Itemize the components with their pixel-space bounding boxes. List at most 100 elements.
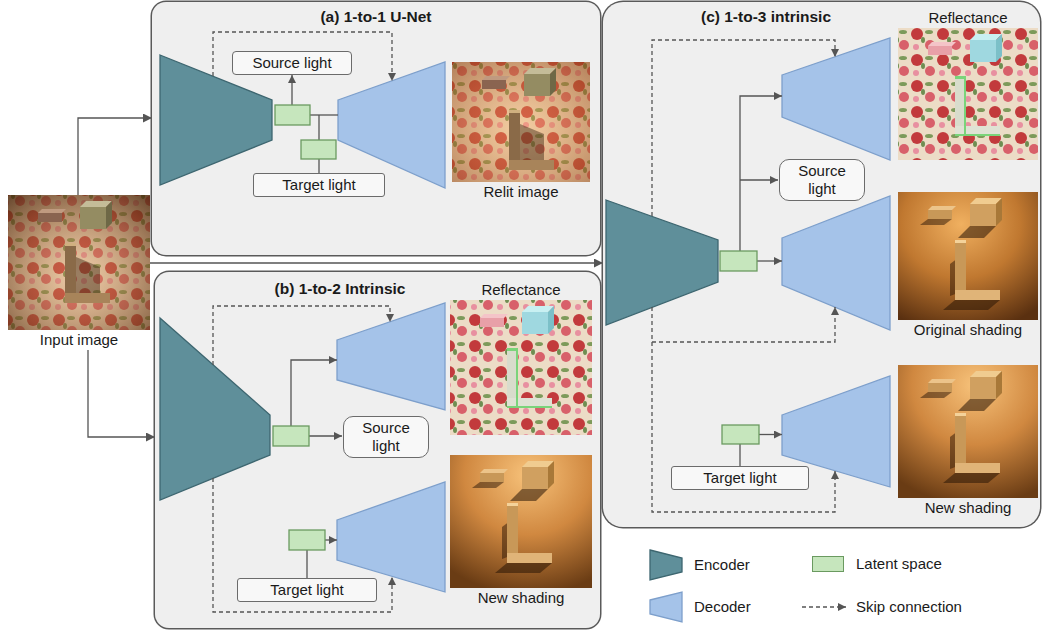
image-caption: Reflectance xyxy=(928,9,1007,26)
caption-holder: Reflectance xyxy=(898,8,1038,28)
image-tile: Relit image xyxy=(452,62,590,202)
decoder xyxy=(338,62,445,188)
wire xyxy=(291,75,292,105)
legend-label: Encoder xyxy=(694,556,750,573)
panel-ground xyxy=(603,2,1040,527)
input-arrow xyxy=(78,118,152,195)
panel-ground xyxy=(152,2,600,255)
box-label: Target light xyxy=(270,581,343,599)
legend-label: Skip connection xyxy=(856,598,962,615)
shading-photo xyxy=(898,365,1038,498)
legend-item: Decoder xyxy=(694,597,751,617)
latent-space xyxy=(273,426,309,446)
image-tile: Reflectance xyxy=(898,8,1038,160)
input-arrow xyxy=(88,350,155,437)
panel-title-holder: (c) 1-to-3 intrinsic xyxy=(701,7,831,26)
legend-item: Latent space xyxy=(856,554,942,574)
wire xyxy=(740,96,782,251)
panel-box: (a) 1-to-1 U-NetSource lightTarget light… xyxy=(152,2,600,255)
wire xyxy=(306,550,307,579)
shading-photo xyxy=(898,192,1038,320)
image-tile: New shading xyxy=(450,455,592,608)
image-caption: Reflectance xyxy=(481,281,560,298)
caption-holder: Original shading xyxy=(898,320,1038,340)
panel-title-holder: (b) 1-to-2 Intrinsic xyxy=(275,279,406,298)
panel-box: (b) 1-to-2 Intrinsic ReflectanceSource li… xyxy=(155,272,600,628)
legend-label: Decoder xyxy=(694,598,751,615)
light-box: Target light xyxy=(253,173,385,197)
light-box: Source light xyxy=(779,159,865,201)
reflectance-photo xyxy=(898,28,1038,160)
skip-connection xyxy=(652,342,835,512)
wire xyxy=(310,114,338,115)
legend-decoder-sample xyxy=(650,592,682,622)
latent-space xyxy=(301,140,336,159)
relit-photo xyxy=(452,62,590,182)
light-box: Target light xyxy=(671,466,809,490)
latent-space xyxy=(275,105,310,125)
input-arrow xyxy=(150,262,603,263)
box-label: Source light xyxy=(352,419,420,455)
skip-connection xyxy=(652,307,835,342)
image-caption: Input image xyxy=(40,331,118,348)
box-label: Target light xyxy=(282,176,355,194)
caption-holder: Relit image xyxy=(452,182,590,202)
wire xyxy=(291,360,337,426)
image-tile: Reflectance xyxy=(450,280,592,435)
image-tile: Input image xyxy=(8,195,150,350)
legend-item: Skip connection xyxy=(856,597,962,617)
encoder xyxy=(606,200,718,325)
skip-connection xyxy=(213,478,392,612)
box-label: Target light xyxy=(703,469,776,487)
latent-space xyxy=(720,251,757,271)
panel-title: (c) 1-to-3 intrinsic xyxy=(701,8,831,25)
wire xyxy=(325,539,337,540)
skip-connection xyxy=(213,306,390,365)
legend-encoder-sample xyxy=(650,550,682,580)
image-tile: New shading xyxy=(898,365,1038,518)
light-box: Source light xyxy=(232,51,352,75)
latent-space xyxy=(722,425,759,444)
image-caption: New shading xyxy=(478,589,565,606)
decoder xyxy=(782,38,890,160)
legend-label: Latent space xyxy=(856,555,942,572)
legend-skip-sample xyxy=(802,606,846,607)
wire xyxy=(759,434,782,435)
decoder xyxy=(337,303,445,410)
caption-holder: New shading xyxy=(450,588,592,608)
wire xyxy=(318,115,319,140)
latent-space xyxy=(289,530,325,550)
panel-title-holder: (a) 1-to-1 U-Net xyxy=(320,7,431,26)
wire xyxy=(309,435,342,436)
caption-holder: Reflectance xyxy=(450,280,592,300)
input-photo xyxy=(8,195,150,330)
legend-item: Encoder xyxy=(694,555,750,575)
image-caption: New shading xyxy=(925,499,1012,516)
light-box: Source light xyxy=(343,416,429,458)
wire xyxy=(740,179,778,180)
caption-holder: Input image xyxy=(8,330,150,350)
decoder xyxy=(782,196,890,330)
decoder xyxy=(337,482,445,592)
reflectance-photo xyxy=(450,300,592,435)
panel-title: (b) 1-to-2 Intrinsic xyxy=(275,280,406,297)
image-tile: Original shading xyxy=(898,192,1038,340)
encoder xyxy=(160,318,270,500)
caption-holder: New shading xyxy=(898,498,1038,518)
panel-title: (a) 1-to-1 U-Net xyxy=(320,8,431,25)
skip-connection xyxy=(213,32,392,81)
image-caption: Relit image xyxy=(483,183,558,200)
light-box: Target light xyxy=(237,578,377,602)
wire xyxy=(739,444,740,467)
panel-box: (c) 1-to-3 intrinsic ReflectanceSource li… xyxy=(603,2,1040,527)
shading-photo xyxy=(450,455,592,588)
box-label: Source light xyxy=(252,54,331,72)
legend-swatch xyxy=(812,556,844,572)
panel-ground xyxy=(155,272,600,628)
wire xyxy=(757,260,782,261)
image-caption: Original shading xyxy=(914,321,1022,338)
wire xyxy=(318,159,319,174)
